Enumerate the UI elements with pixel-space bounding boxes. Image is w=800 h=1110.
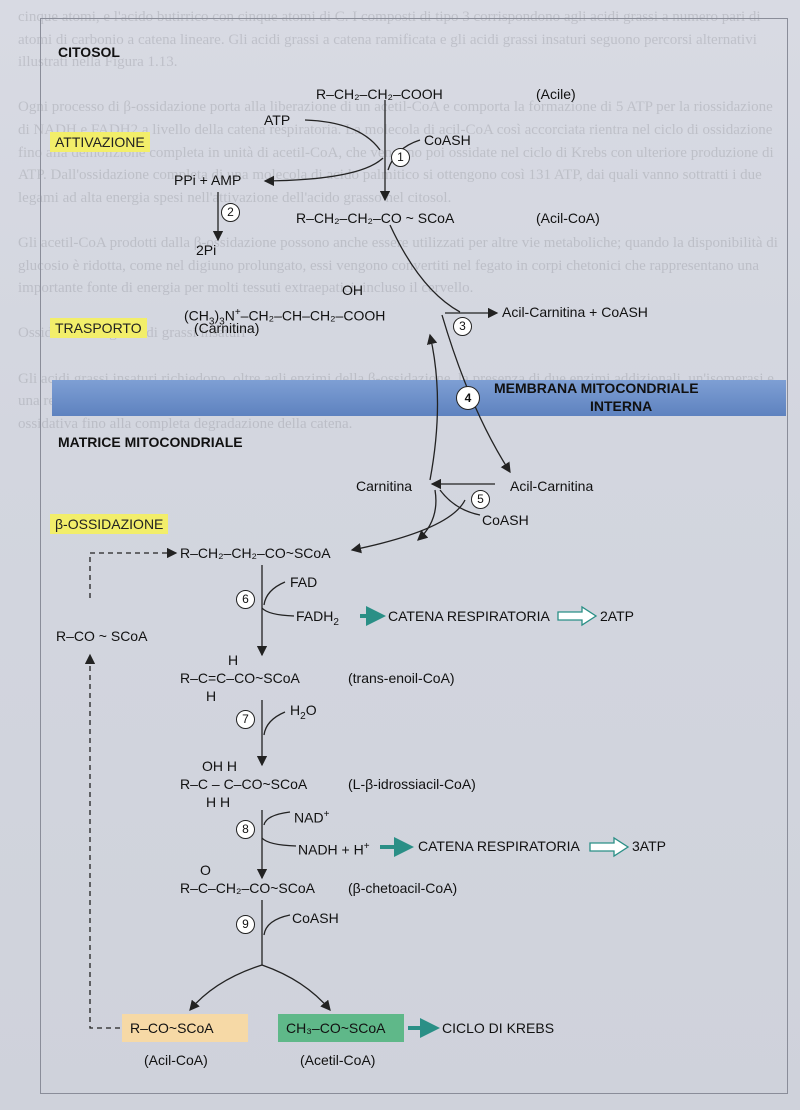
tag-attivazione: ATTIVAZIONE	[50, 132, 150, 152]
diagram-frame	[40, 18, 788, 1094]
ppi-amp-label: PPi + AMP	[174, 172, 242, 188]
step-circle-4: 4	[456, 386, 480, 410]
hydroxy-bottom: H H	[206, 794, 231, 810]
step-circle-3: 3	[453, 317, 472, 336]
hydroxy-top: OH H	[202, 758, 237, 774]
label-membrana-2: INTERNA	[590, 398, 653, 414]
product-acetil-box: CH₃–CO~SCoA	[278, 1014, 404, 1042]
acilcoa-formula-cyt: R–CH₂–CH₂–CO ~ SCoA	[296, 210, 455, 226]
two-pi-label: 2Pi	[196, 242, 217, 258]
acile-formula: R–CH₂–CH₂–COOH	[316, 86, 443, 102]
step-circle-9: 9	[236, 915, 255, 934]
tag-beta-ossidazione: β-OSSIDAZIONE	[50, 514, 169, 534]
carnitina-matrix: Carnitina	[356, 478, 413, 494]
carnitine-oh: OH	[342, 282, 363, 298]
coash-matrix: CoASH	[482, 512, 529, 528]
atp-label: ATP	[264, 112, 291, 128]
keto-name: (β-chetoacil-CoA)	[348, 880, 458, 896]
label-membrana-1: MEMBRANA MITOCONDRIALE	[494, 380, 699, 396]
enoil-h-bottom: H	[206, 688, 217, 704]
tag-trasporto: TRASPORTO	[50, 318, 147, 338]
product-acetil-name: (Acetil-CoA)	[300, 1052, 376, 1068]
atp-yield-1: 2ATP	[600, 608, 634, 624]
fadh2-label: FADH2	[296, 608, 339, 628]
hydroxy-formula: R–C – C–CO~SCoA	[180, 776, 308, 792]
recycle-formula: R–CO ~ SCoA	[56, 628, 148, 644]
step-circle-7: 7	[236, 710, 255, 729]
enoil-name: (trans-enoil-CoA)	[348, 670, 455, 686]
inner-membrane-band	[52, 380, 786, 416]
catena-respiratoria-2: CATENA RESPIRATORIA	[418, 838, 580, 854]
h2o-label: H2O	[290, 702, 317, 722]
enoil-h-top: H	[228, 652, 239, 668]
acil-carnitina-matrix: Acil-Carnitina	[510, 478, 594, 494]
step-circle-8: 8	[236, 820, 255, 839]
coash-step9: CoASH	[292, 910, 339, 926]
step-circle-6: 6	[236, 590, 255, 609]
carnitine-name: (Carnitina)	[194, 320, 260, 336]
step-circle-2: 2	[221, 203, 240, 222]
hydroxy-name: (L-β-idrossiacil-CoA)	[348, 776, 476, 792]
keto-o: O	[200, 862, 211, 878]
atp-yield-2: 3ATP	[632, 838, 666, 854]
enoil-formula: R–C=C–CO~SCoA	[180, 670, 300, 686]
coash-activation: CoASH	[424, 132, 471, 148]
step-circle-1: 1	[391, 148, 410, 167]
product-acil-name: (Acil-CoA)	[144, 1052, 208, 1068]
step-circle-5: 5	[471, 490, 490, 509]
label-citosol: CITOSOL	[58, 44, 120, 60]
nadh-label: NADH + H+	[298, 841, 370, 858]
acilcoa-name-cyt: (Acil-CoA)	[536, 210, 600, 226]
product-acil-box: R–CO~SCoA	[122, 1014, 248, 1042]
keto-formula: R–C–CH₂–CO~SCoA	[180, 880, 315, 896]
acil-carnitina-coash: Acil-Carnitina + CoASH	[502, 304, 648, 320]
catena-respiratoria-1: CATENA RESPIRATORIA	[388, 608, 550, 624]
fad-label: FAD	[290, 574, 318, 590]
label-matrice: MATRICE MITOCONDRIALE	[58, 434, 243, 450]
acilcoa-formula-beta: R–CH₂–CH₂–CO~SCoA	[180, 545, 331, 561]
acile-name: (Acile)	[536, 86, 576, 102]
carnitine-formula: (CH3)3N+–CH₂–CH–CH₂–COOH	[184, 307, 386, 328]
ciclo-di-krebs: CICLO DI KREBS	[442, 1020, 555, 1036]
nad-label: NAD+	[294, 809, 330, 826]
